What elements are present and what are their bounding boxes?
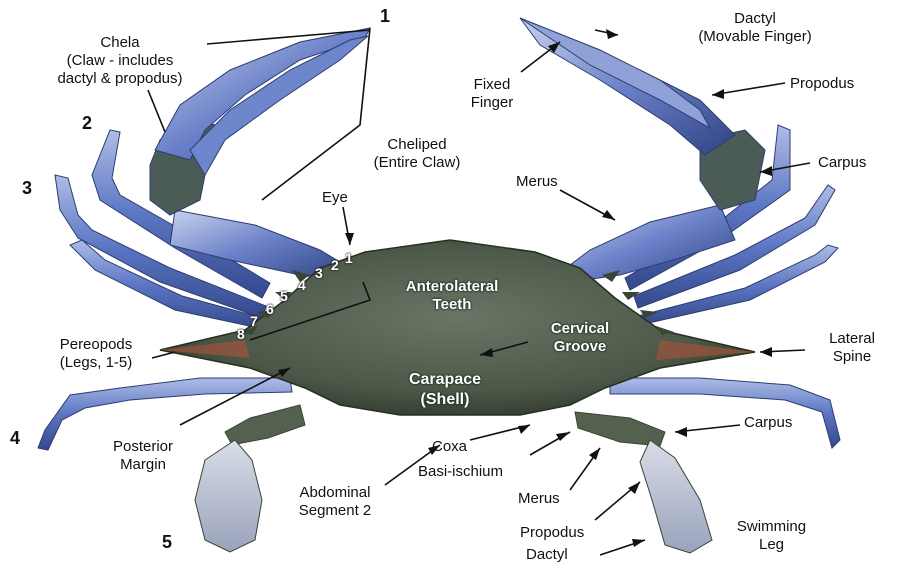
chela-label: Chela (Claw - includes dactyl & propodus… [20, 34, 220, 88]
dactyl-bottom-label: Dactyl [526, 546, 568, 564]
lateral-spine-line-1: Lateral [812, 330, 892, 348]
carapace-line-2: (Shell) [385, 390, 505, 410]
fixed-finger-line-1: Fixed [462, 76, 522, 94]
carapace-line-1: Carapace [385, 370, 505, 390]
tooth-number-7: 7 [250, 313, 258, 329]
cheliped-label: Cheliped (Entire Claw) [352, 136, 482, 172]
anterolateral-teeth-label: Anterolateral Teeth [372, 278, 532, 314]
anterolateral-line-2: Teeth [372, 296, 532, 314]
eye-label: Eye [322, 189, 348, 207]
leg-number-4: 4 [10, 428, 20, 449]
carapace-label: Carapace (Shell) [385, 370, 505, 410]
propodus-bottom-label: Propodus [520, 524, 584, 542]
abdominal-line-1: Abdominal [280, 484, 390, 502]
tooth-number-3: 3 [315, 265, 323, 281]
leg-number-2: 2 [82, 113, 92, 134]
tooth-number-1: 1 [345, 250, 353, 266]
posterior-line-2: Margin [88, 456, 198, 474]
abdominal-line-2: Segment 2 [280, 502, 390, 520]
abdominal-segment-label: Abdominal Segment 2 [280, 484, 390, 520]
pereopods-label: Pereopods (Legs, 1-5) [36, 336, 156, 372]
right-cheliped [520, 18, 765, 280]
chela-line-2: (Claw - includes [20, 52, 220, 70]
fixed-finger-label: Fixed Finger [462, 76, 522, 112]
dactyl-top-label: Dactyl (Movable Finger) [630, 10, 880, 46]
tooth-number-4: 4 [298, 277, 306, 293]
carpus-bottom-label: Carpus [744, 414, 792, 432]
lateral-spine-line-2: Spine [812, 348, 892, 366]
dactyl-top-line-2: (Movable Finger) [630, 28, 880, 46]
cervical-groove-label: Cervical Groove [530, 320, 630, 356]
cervical-line-2: Groove [530, 338, 630, 356]
basi-ischium-label: Basi-ischium [418, 463, 503, 481]
anterolateral-line-1: Anterolateral [372, 278, 532, 296]
dactyl-top-line-1: Dactyl [630, 10, 880, 28]
swimming-line-1: Swimming [724, 518, 819, 536]
lateral-spine-label: Lateral Spine [812, 330, 892, 366]
tooth-number-6: 6 [266, 301, 274, 317]
tooth-number-8: 8 [237, 326, 245, 342]
posterior-margin-label: Posterior Margin [88, 438, 198, 474]
propodus-top-label: Propodus [790, 75, 854, 93]
posterior-line-1: Posterior [88, 438, 198, 456]
cheliped-line-1: Cheliped [352, 136, 482, 154]
merus-bottom-label: Merus [518, 490, 560, 508]
leg-number-5: 5 [162, 532, 172, 553]
pereopods-line-2: (Legs, 1-5) [36, 354, 156, 372]
cervical-line-1: Cervical [530, 320, 630, 338]
leg-number-1: 1 [380, 6, 390, 27]
merus-top-label: Merus [516, 173, 558, 191]
carpus-top-label: Carpus [818, 154, 866, 172]
tooth-number-5: 5 [280, 288, 288, 304]
cheliped-line-2: (Entire Claw) [352, 154, 482, 172]
pereopods-line-1: Pereopods [36, 336, 156, 354]
swimming-leg-label: Swimming Leg [724, 518, 819, 554]
chela-line-1: Chela [20, 34, 220, 52]
coxa-label: Coxa [432, 438, 467, 456]
tooth-number-2: 2 [331, 257, 339, 273]
leg-number-3: 3 [22, 178, 32, 199]
chela-line-3: dactyl & propodus) [20, 70, 220, 88]
swimming-line-2: Leg [724, 536, 819, 554]
fixed-finger-line-2: Finger [462, 94, 522, 112]
